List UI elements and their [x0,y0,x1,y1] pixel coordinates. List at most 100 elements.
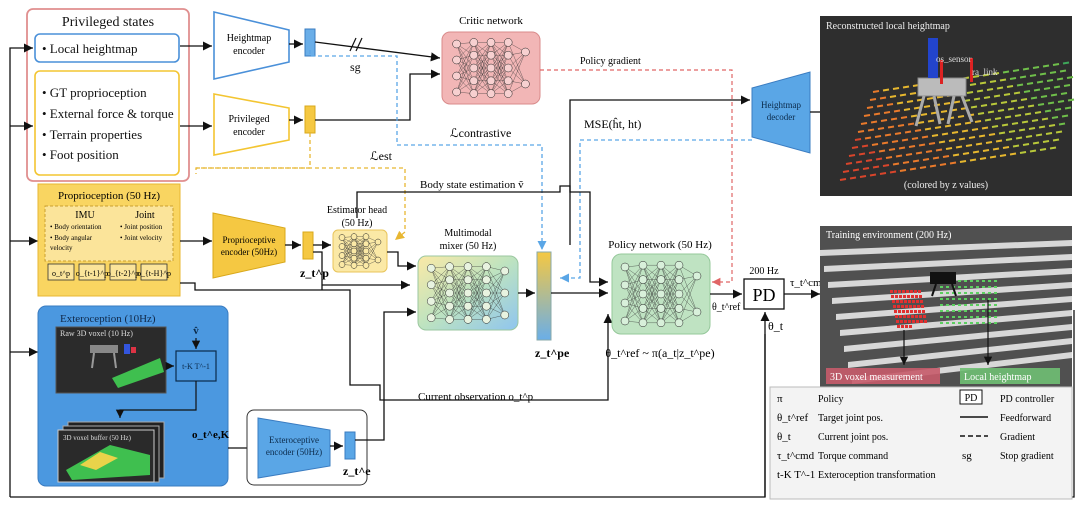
heightmap-point [994,280,997,282]
heightmap-cell [1053,85,1061,89]
nn-node [445,301,454,311]
nn-edge [456,55,474,93]
nn-node [350,262,358,269]
heightmap-cell [1009,77,1017,80]
heightmap-cell [979,81,987,85]
legend-desc: Gradient [1000,432,1035,443]
svg-text:IMU: IMU [75,210,95,221]
nn-edge [456,42,474,77]
heightmap-point [940,298,943,300]
nn-node [452,55,461,65]
nn-node [638,260,648,270]
nn-edge [467,292,487,320]
nn-edge [341,236,355,256]
nn-node [463,315,473,324]
legend-desc: PD controller [1000,394,1055,405]
heightmap-cell [998,131,1006,135]
heightmap-cell [969,158,977,162]
privileged-item: • External force & torque [42,106,174,121]
heightmap-cell [899,93,907,97]
heightmap-cell [865,159,873,162]
nn-node [500,288,510,298]
heightmap-cell [973,97,981,101]
heightmap-cell [875,157,883,161]
heightmap-cell [968,136,976,139]
heightmap-point [970,280,973,282]
heightmap-point [958,322,961,324]
nn-node [362,240,370,248]
nn-node [482,315,491,324]
voxel [895,315,898,318]
nn-edge [456,59,474,94]
nn-node [503,38,513,47]
svg-text:3D voxel buffer (50 Hz): 3D voxel buffer (50 Hz) [63,434,132,442]
heightmap-cell [928,142,936,145]
nn-node [503,89,513,98]
heightmap-point [940,310,943,312]
robot-render [914,38,974,127]
heightmap-cell [1039,148,1047,151]
heightmap-cell [1049,146,1057,150]
heightmap-cell [909,167,917,171]
nn-node [338,252,346,259]
heightmap-cell [868,151,876,154]
heightmap-cell [1034,111,1042,114]
svg-text:t-K T^-1: t-K T^-1 [182,362,210,371]
nn-edge [467,266,487,320]
contrastive-loss-label: ℒcontrastive [450,126,511,140]
heightmap-point [988,310,991,312]
nn-edge [624,265,644,304]
nn-edge [431,284,450,320]
nn-edge [449,266,469,307]
nn-edge [341,246,355,266]
heightmap-cell [1002,146,1010,149]
heightmap-cell [1054,108,1062,111]
voxel [924,320,927,323]
heightmap-cell [870,120,878,124]
heightmap-cell [957,115,965,118]
legend-desc: Current joint pos. [818,432,888,443]
heightmap-cell [883,111,891,114]
nn-edge [508,55,526,85]
heightmap-point [988,322,991,324]
heightmap-point [970,316,973,318]
heightmap-point [976,304,979,306]
svg-text:os_sensor: os_sensor [936,54,972,64]
heightmap-cell [890,117,898,121]
legend-pd-box [959,389,983,405]
nn-node [452,87,461,97]
heightmap-cell [909,92,917,95]
heightmap-cell [911,137,919,140]
legend-desc: Policy [818,394,844,405]
heightmap-point [946,316,949,318]
nn-edge [486,292,505,316]
heightmap-cell [882,164,890,167]
heightmap-cell [929,164,937,168]
voxel [896,320,899,323]
heightmap-point [958,280,961,282]
heightmap-cell [999,78,1007,82]
voxel [894,290,897,293]
nn-edge [431,266,450,318]
nn-node [656,275,666,284]
nn-edge [486,292,505,320]
nn-node [452,71,461,81]
nn-node [656,289,666,299]
heightmap-point [940,316,943,318]
heightmap-cell [1024,112,1032,116]
voxel [901,305,904,308]
heightmap-cell [954,123,962,126]
heightmap-cell [888,148,896,151]
heightmap-cell [880,119,888,122]
nn-node [469,89,479,98]
heightmap-cell [1062,61,1070,65]
exteroceptive-encoder: Exteroceptive encoder (50Hz) z_t^e [246,409,371,486]
svg-text:encoder: encoder [233,46,265,57]
voxel [906,310,909,313]
voxel [916,300,919,303]
stair-step [844,324,1072,352]
voxel [918,290,921,293]
voxel [903,315,906,318]
heightmap-cell [936,95,944,99]
nn-node [469,50,479,60]
